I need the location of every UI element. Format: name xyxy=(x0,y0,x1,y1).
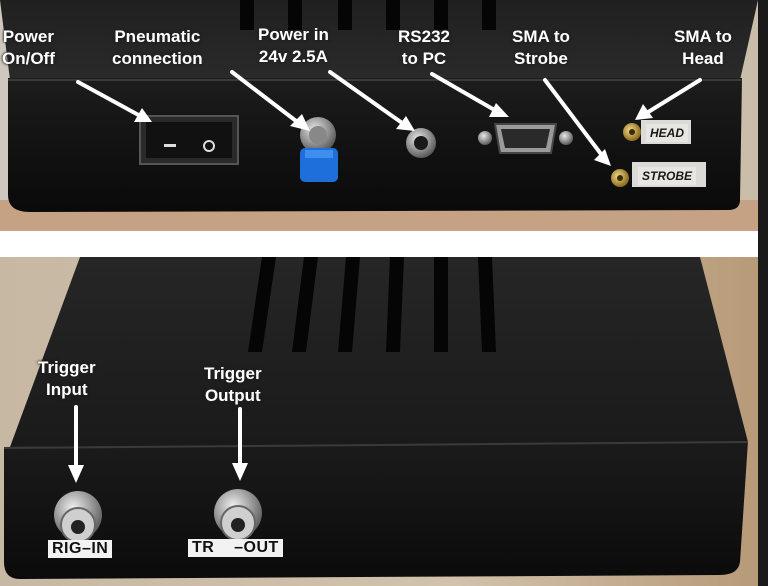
label-trigger-input-text: Trigger Input xyxy=(38,358,96,399)
label-rs232-text: RS232 to PC xyxy=(398,27,450,68)
bottom-photo: Trigger Input Trigger Output RIG–IN TR –… xyxy=(0,257,758,586)
vent-slots xyxy=(240,0,496,30)
label-pneumatic-connection: Pneumatic connection xyxy=(112,26,203,70)
plate-trig-in: RIG–IN xyxy=(48,540,113,558)
case-top xyxy=(0,0,758,80)
plate-head: HEAD xyxy=(646,124,689,142)
label-trigger-output-text: Trigger Output xyxy=(204,364,262,405)
label-power-in: Power in 24v 2.5A xyxy=(258,24,329,68)
label-rs232: RS232 to PC xyxy=(398,26,450,70)
case-front-panel xyxy=(8,78,742,212)
label-trigger-output: Trigger Output xyxy=(204,363,262,407)
top-photo-scene xyxy=(0,0,758,231)
plate-trig-out: TR –OUT xyxy=(188,539,283,557)
top-arrowheads xyxy=(134,103,653,166)
bottom-arrowheads xyxy=(68,463,248,483)
bnc-trig-out xyxy=(214,489,262,541)
plate-strobe: STROBE xyxy=(638,167,697,185)
case-front-panel-bottom xyxy=(4,441,748,579)
label-sma-strobe-text: SMA to Strobe xyxy=(512,27,570,68)
label-trigger-input: Trigger Input xyxy=(38,357,96,401)
label-sma-to-strobe: SMA to Strobe xyxy=(512,26,570,70)
label-sma-to-head: SMA to Head xyxy=(674,26,732,70)
pneumatic-fitting xyxy=(300,117,338,182)
bottom-arrows xyxy=(74,405,242,469)
right-edge xyxy=(758,0,768,586)
label-power-on-off: Power On/Off xyxy=(2,26,55,70)
photo-divider xyxy=(0,231,768,257)
label-power-in-text: Power in 24v 2.5A xyxy=(258,25,329,66)
db9-connector xyxy=(478,123,573,154)
top-photo: Power On/Off Pneumatic connection Power … xyxy=(0,0,758,231)
sma-connectors xyxy=(611,123,641,187)
power-jack xyxy=(406,128,436,158)
bnc-trig-in xyxy=(54,491,102,543)
power-switch xyxy=(139,115,239,165)
bottom-photo-scene xyxy=(0,257,758,586)
top-arrows xyxy=(76,70,702,160)
label-power-on-off-text: Power On/Off xyxy=(2,27,55,68)
label-sma-head-text: SMA to Head xyxy=(674,27,732,68)
vent-slots-bottom xyxy=(248,257,496,352)
label-pneumatic-text: Pneumatic connection xyxy=(112,27,203,68)
case-top-bottom xyxy=(10,257,748,447)
